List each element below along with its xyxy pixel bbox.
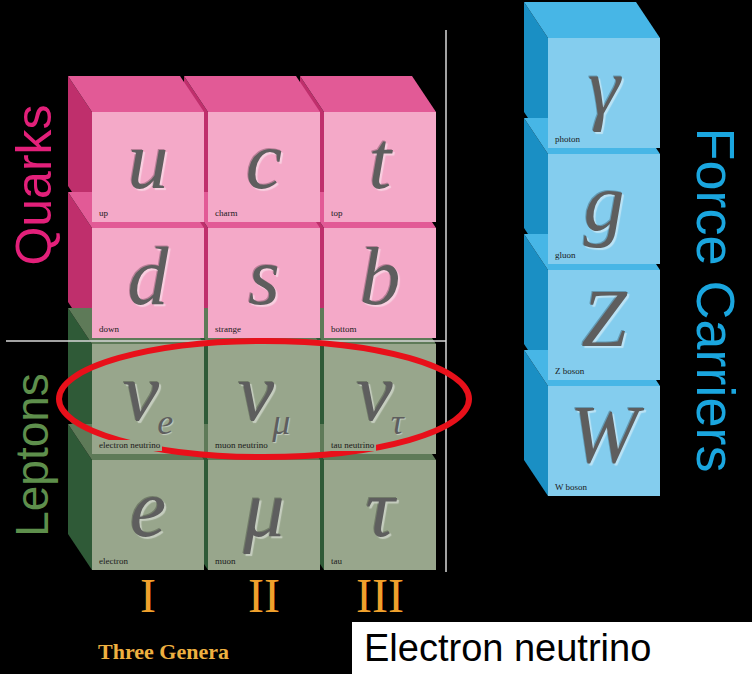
cube-front-face bbox=[548, 270, 660, 380]
particle-name: Z boson bbox=[553, 366, 586, 377]
particle-symbol: ν bbox=[238, 347, 274, 438]
particle-box: μmuon bbox=[208, 460, 320, 570]
particle-name: strange bbox=[213, 324, 243, 335]
particle-box: γphoton bbox=[548, 38, 660, 148]
particle-name: tau neutrino bbox=[329, 440, 376, 451]
particle-symbol: b bbox=[360, 231, 401, 322]
particle-name: top bbox=[329, 208, 345, 219]
symbol-group: γ bbox=[548, 46, 660, 128]
cube-front-face bbox=[548, 154, 660, 264]
particle-name: muon neutrino bbox=[213, 440, 270, 451]
particle-box: u up bbox=[92, 112, 204, 222]
generation-number: II bbox=[248, 572, 280, 620]
cube-front-face bbox=[208, 112, 320, 222]
group-divider bbox=[445, 30, 447, 572]
particle-box: Z Z boson bbox=[548, 270, 660, 380]
symbol-group: t bbox=[324, 120, 436, 202]
particle-box: νμmuon neutrino bbox=[208, 344, 320, 454]
particle-symbol: g bbox=[584, 157, 625, 248]
cube-front-face bbox=[548, 386, 660, 496]
particle-symbol: e bbox=[130, 463, 166, 554]
particle-box: s strange bbox=[208, 228, 320, 338]
particle-name: bottom bbox=[329, 324, 359, 335]
particle-box: τ tau bbox=[324, 460, 436, 570]
cube-top-face bbox=[184, 76, 320, 112]
particle-name: W boson bbox=[553, 482, 589, 493]
cube-front-face bbox=[92, 112, 204, 222]
particle-box: ντ tau neutrino bbox=[324, 344, 436, 454]
generation-number: I bbox=[140, 572, 156, 620]
cube-front-face bbox=[92, 228, 204, 338]
symbol-group: c bbox=[208, 120, 320, 202]
axis-caption: Three Genera bbox=[98, 641, 229, 663]
particle-symbol: u bbox=[128, 115, 169, 206]
particle-symbol: μ bbox=[243, 463, 284, 554]
symbol-group: νμ bbox=[208, 352, 320, 434]
cube-top-face bbox=[300, 76, 436, 112]
cube-front-face bbox=[208, 460, 320, 570]
particle-box: eelectron bbox=[92, 460, 204, 570]
particle-box: ccharm bbox=[208, 112, 320, 222]
group-label: Leptons bbox=[9, 373, 55, 537]
symbol-group: μ bbox=[208, 468, 320, 550]
cube-top-face bbox=[68, 76, 204, 112]
particle-name: tau bbox=[329, 556, 344, 567]
symbol-group: d bbox=[92, 236, 204, 318]
cube-front-face bbox=[324, 228, 436, 338]
group-label: Quarks bbox=[9, 104, 59, 265]
cube-front-face bbox=[92, 460, 204, 570]
cube-front-face bbox=[324, 112, 436, 222]
particle-symbol: t bbox=[369, 115, 392, 206]
particle-box: ddown bbox=[92, 228, 204, 338]
symbol-group: b bbox=[324, 236, 436, 318]
particle-name: up bbox=[97, 208, 110, 219]
particle-symbol: ν bbox=[356, 347, 392, 438]
symbol-group: s bbox=[208, 236, 320, 318]
particle-symbol: τ bbox=[365, 463, 394, 554]
symbol-group: Z bbox=[548, 278, 660, 360]
symbol-subscript: e bbox=[157, 402, 173, 442]
symbol-group: e bbox=[92, 468, 204, 550]
particle-box: W W boson bbox=[548, 386, 660, 496]
symbol-group: W bbox=[548, 394, 660, 476]
caption-text: Electron neutrino bbox=[352, 622, 651, 674]
particle-name: photon bbox=[553, 134, 582, 145]
particle-name: gluon bbox=[553, 250, 578, 261]
symbol-group: τ bbox=[324, 468, 436, 550]
particle-name: muon bbox=[213, 556, 238, 567]
particle-box: ggluon bbox=[548, 154, 660, 264]
particle-box: νeelectron neutrino bbox=[92, 344, 204, 454]
generation-number: III bbox=[356, 572, 404, 620]
cube-front-face bbox=[208, 344, 320, 454]
cube-top-face bbox=[524, 2, 660, 38]
symbol-group: νe bbox=[92, 352, 204, 434]
particle-name: down bbox=[97, 324, 121, 335]
symbol-subscript: τ bbox=[391, 402, 404, 442]
cube-front-face bbox=[548, 38, 660, 148]
particle-symbol: d bbox=[128, 231, 169, 322]
particle-box: bbottom bbox=[324, 228, 436, 338]
group-label: Force Carriers bbox=[689, 127, 743, 472]
particle-symbol: ν bbox=[123, 347, 159, 438]
particle-symbol: c bbox=[246, 115, 282, 206]
particle-symbol: Z bbox=[581, 273, 627, 364]
caption-box: Electron neutrino bbox=[352, 622, 752, 674]
particle-name: electron bbox=[97, 556, 130, 567]
particle-symbol: s bbox=[248, 231, 280, 322]
particle-name: electron neutrino bbox=[97, 440, 162, 451]
particle-symbol: γ bbox=[588, 41, 620, 132]
cube-front-face bbox=[324, 460, 436, 570]
symbol-group: ντ bbox=[324, 352, 436, 434]
highlight-ellipse bbox=[59, 341, 469, 457]
symbol-group: u bbox=[92, 120, 204, 202]
particle-name: charm bbox=[213, 208, 240, 219]
particle-box: t top bbox=[324, 112, 436, 222]
particle-symbol: W bbox=[570, 389, 638, 480]
symbol-subscript: μ bbox=[272, 402, 290, 442]
cube-front-face bbox=[208, 228, 320, 338]
symbol-group: g bbox=[548, 162, 660, 244]
